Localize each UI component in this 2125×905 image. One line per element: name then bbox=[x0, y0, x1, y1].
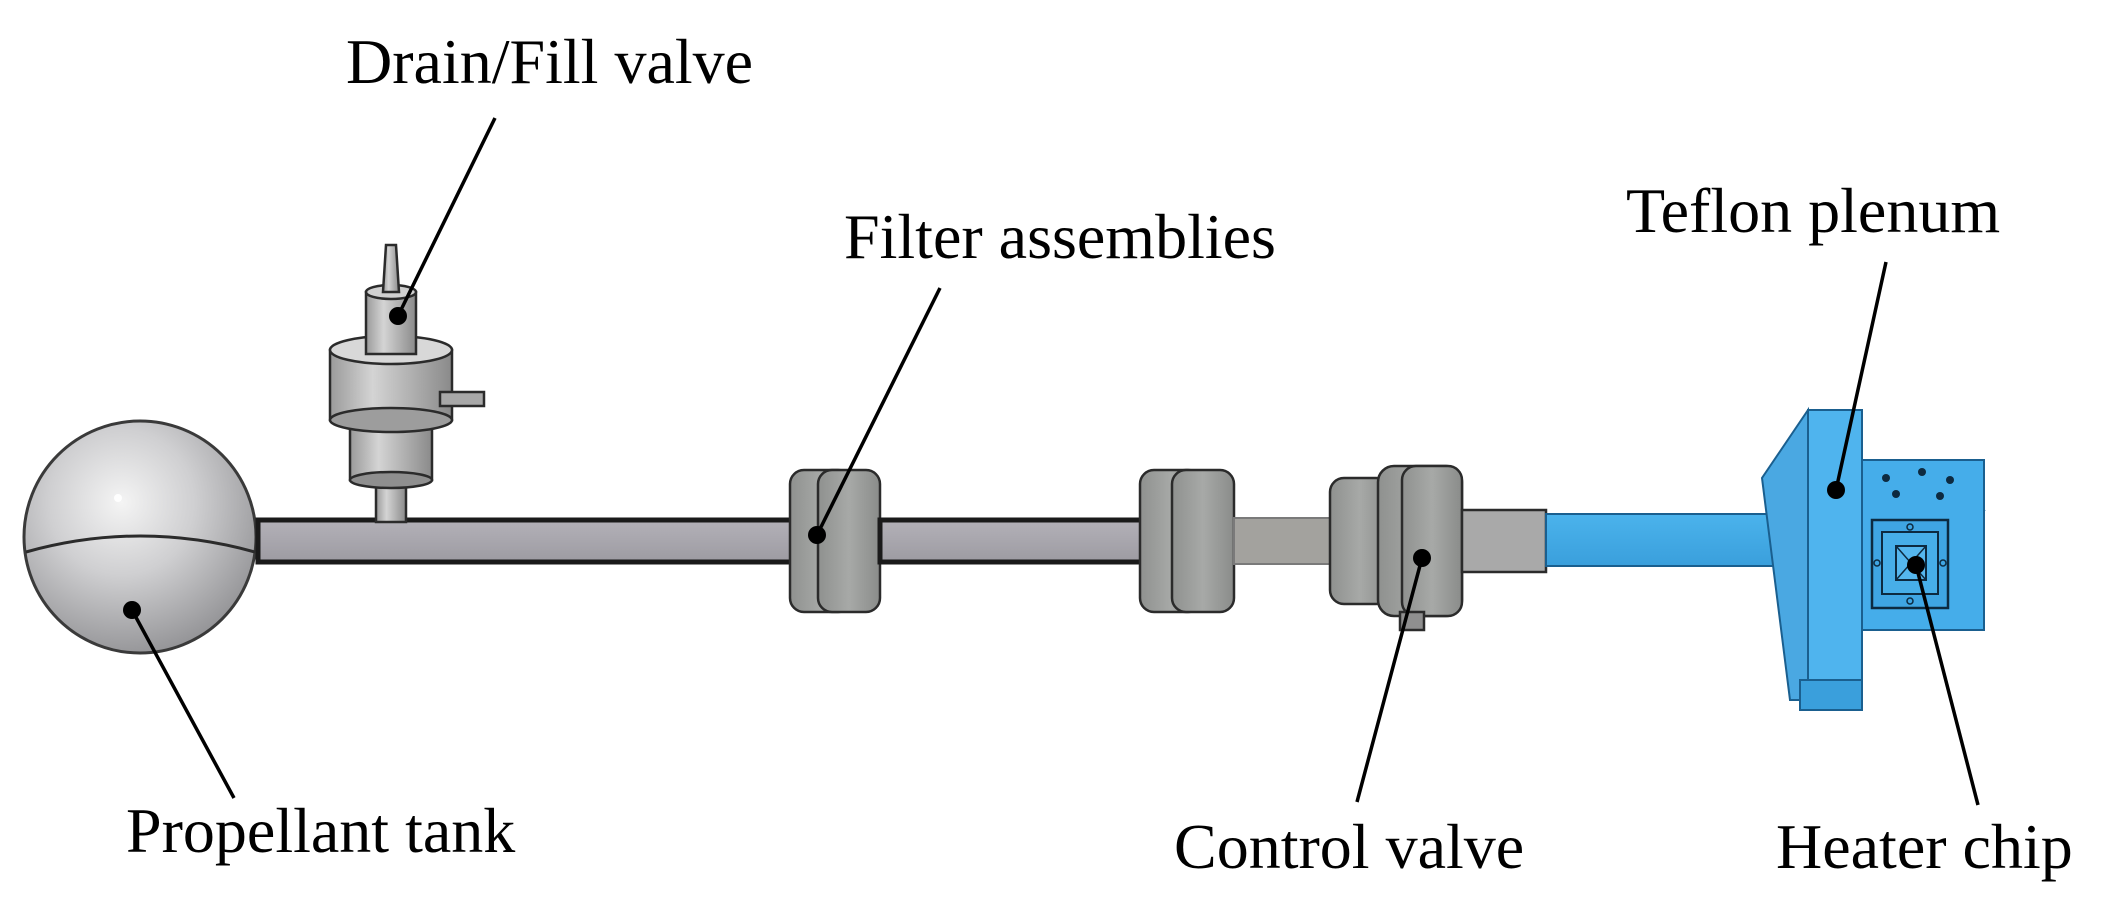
filter-assembly-1 bbox=[788, 468, 882, 614]
leader-teflon-plenum bbox=[1827, 261, 1888, 499]
heater-chip bbox=[1870, 518, 1950, 610]
label-control-valve: Control valve bbox=[1174, 811, 1524, 882]
chip-icon bbox=[1870, 518, 1950, 610]
label-filter-assemblies: Filter assemblies bbox=[844, 201, 1276, 272]
sphere-icon bbox=[22, 419, 258, 655]
disc-filter-icon bbox=[788, 468, 882, 614]
valve-icon bbox=[328, 243, 486, 524]
control-valve bbox=[1328, 464, 1548, 632]
teflon-tube bbox=[1545, 513, 1787, 567]
label-drain-fill-valve: Drain/Fill valve bbox=[346, 26, 753, 97]
leader-propellant-tank bbox=[123, 601, 236, 799]
valve-icon bbox=[1328, 464, 1548, 632]
feed-tube bbox=[255, 517, 795, 565]
propellant-tank bbox=[22, 419, 258, 655]
valve-connector-tube bbox=[1233, 517, 1345, 565]
drain-fill-valve bbox=[328, 243, 486, 524]
mid-tube bbox=[877, 517, 1145, 565]
leader-heater-chip bbox=[1907, 556, 1980, 806]
leader-filter-assemblies bbox=[808, 287, 942, 544]
label-teflon-plenum: Teflon plenum bbox=[1626, 175, 2000, 246]
leader-control-valve bbox=[1355, 549, 1431, 803]
filter-assembly-2 bbox=[1138, 468, 1236, 614]
disc-filter-icon bbox=[1138, 468, 1236, 614]
label-propellant-tank: Propellant tank bbox=[126, 795, 515, 866]
label-heater-chip: Heater chip bbox=[1776, 811, 2073, 882]
leader-drain-fill-valve bbox=[389, 117, 497, 325]
